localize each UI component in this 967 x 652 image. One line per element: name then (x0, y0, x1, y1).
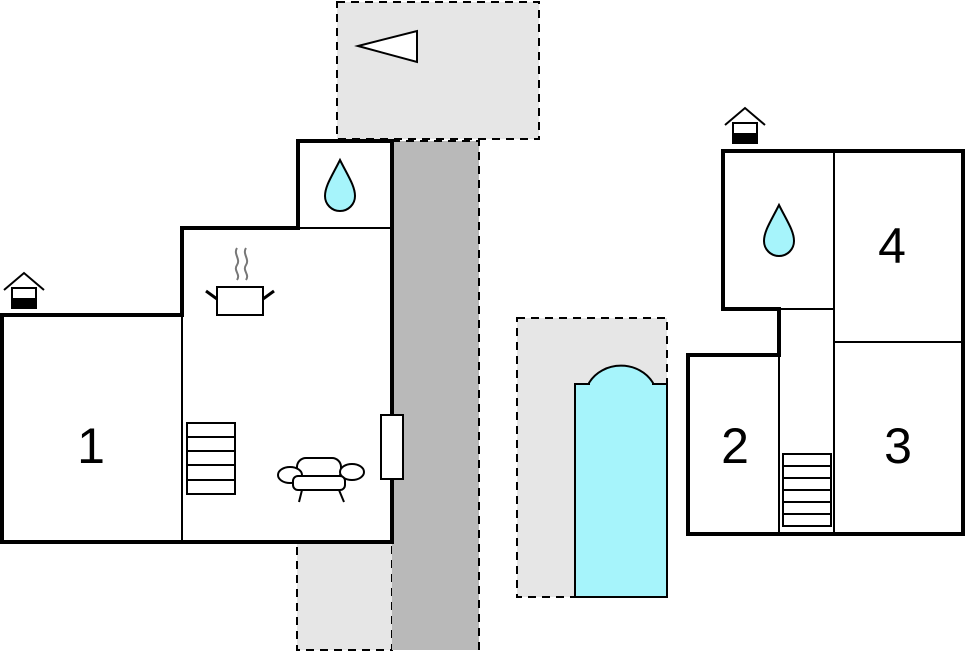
water-drop-icon (762, 202, 796, 257)
terrace-top (336, 1, 540, 140)
building-right-fill (688, 151, 963, 534)
swimming-pool (574, 364, 668, 598)
room-2-label: 2 (721, 418, 749, 474)
water-drop-icon (323, 157, 357, 212)
house-entrance-icon (3, 271, 45, 309)
stairs-icon (782, 453, 832, 527)
terrace-bottom (296, 542, 393, 651)
cooking-pot-icon (205, 247, 275, 316)
path-strip (392, 141, 479, 650)
room-3-label: 3 (884, 418, 912, 474)
path-strip-outline (392, 140, 480, 650)
room-1-label: 1 (77, 418, 105, 474)
north-arrow-icon (354, 29, 418, 64)
room-4-label: 4 (878, 218, 906, 274)
building-left-walls (0, 139, 394, 544)
building-right (686, 149, 965, 536)
door-icon (380, 414, 404, 480)
sofa-icon (277, 457, 365, 503)
building-right-walls (686, 149, 965, 536)
stairs-icon (186, 422, 236, 495)
room-1 (2, 315, 182, 542)
house-entrance-icon (724, 106, 766, 144)
